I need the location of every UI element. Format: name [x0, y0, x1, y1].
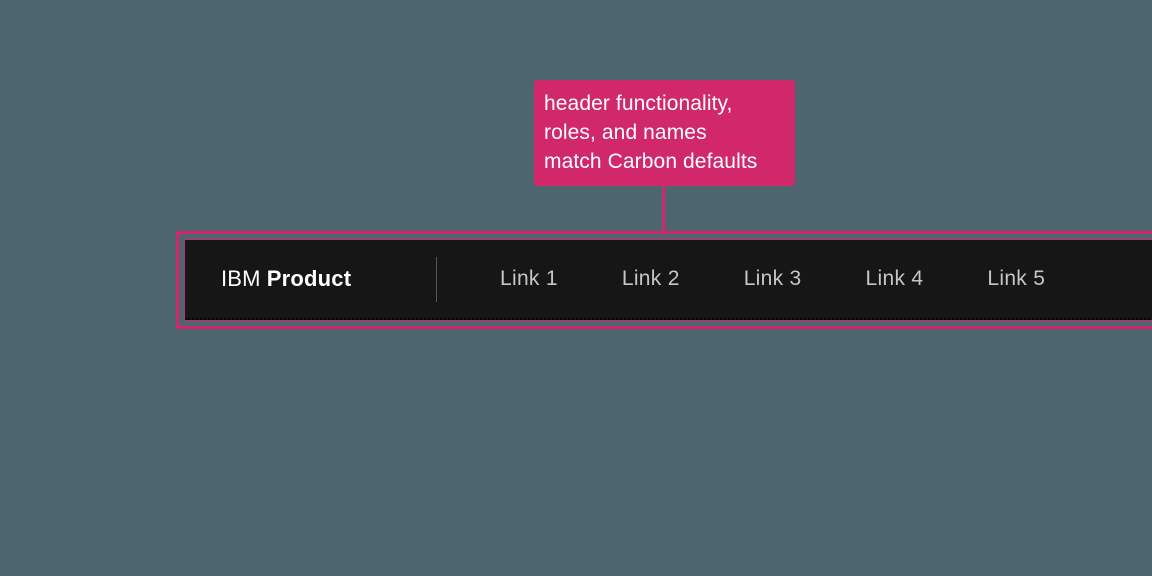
header-link-3[interactable]: Link 3: [743, 267, 802, 290]
annotation-text-line: roles, and names: [544, 121, 707, 144]
annotation-text-line: match Carbon defaults: [544, 150, 758, 173]
annotation-callout: header functionality, roles, and names m…: [534, 80, 795, 186]
annotation-connector-line: [662, 186, 665, 232]
header-link-1[interactable]: Link 1: [500, 267, 558, 290]
header-link-4[interactable]: Link 4: [865, 267, 924, 290]
brand-product-name: Product: [266, 266, 352, 291]
header-nav: Link 1 Link 2 Link 3 Link 4 Link 5: [468, 240, 1077, 318]
brand-prefix: IBM: [221, 266, 261, 291]
header-link-5[interactable]: Link 5: [987, 267, 1046, 290]
header-divider: [436, 256, 437, 302]
header-link-2[interactable]: Link 2: [621, 267, 680, 290]
annotation-text-line: header functionality,: [544, 92, 733, 115]
